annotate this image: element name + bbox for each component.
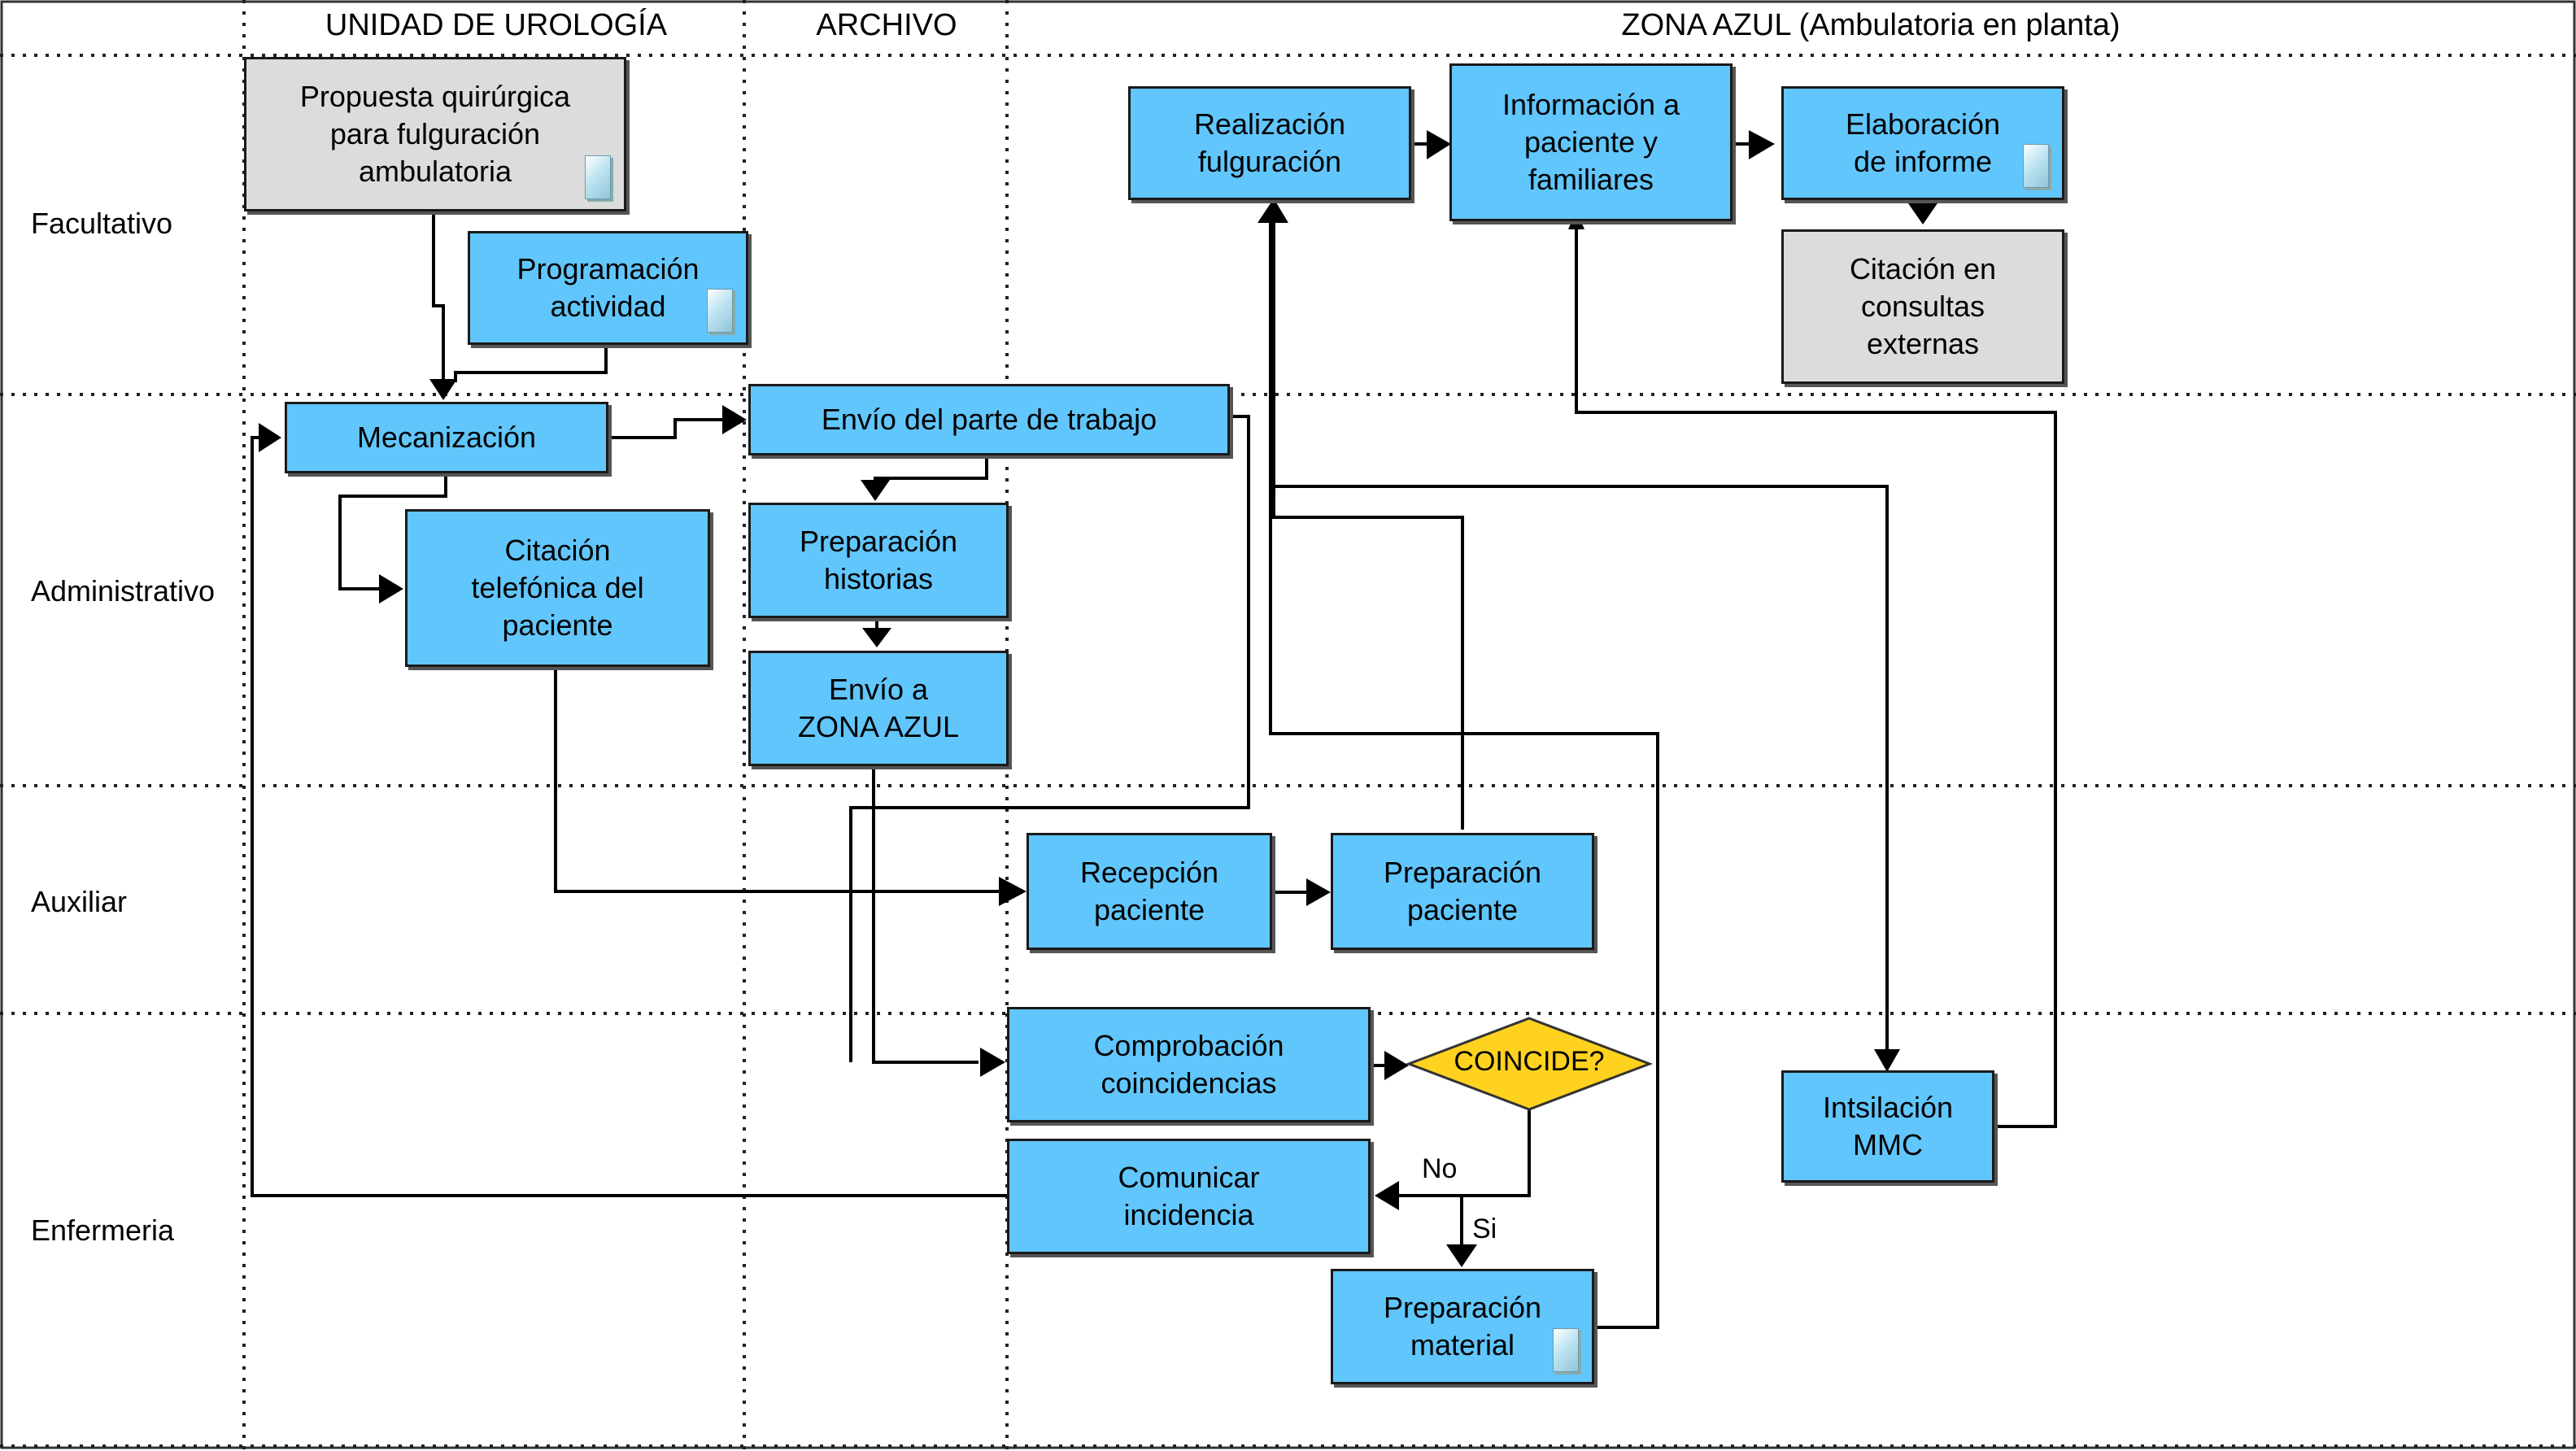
node-label: Envío a ZONA AZUL bbox=[797, 673, 960, 743]
node-propuesta-quirurgica[interactable]: Propuesta quirúrgica para fulguración am… bbox=[244, 57, 626, 211]
arrowheads bbox=[259, 130, 1937, 1267]
node-preparacion-material[interactable]: Preparación material bbox=[1331, 1269, 1594, 1384]
node-label: Elaboración de informe bbox=[1845, 107, 2001, 178]
document-icon bbox=[1553, 1328, 1579, 1372]
node-label: Recepción paciente bbox=[1079, 856, 1219, 926]
edge-label-no: No bbox=[1422, 1153, 1458, 1184]
node-envio-parte-trabajo[interactable]: Envío del parte de trabajo bbox=[748, 384, 1230, 455]
node-label: Citación telefónica del paciente bbox=[471, 534, 644, 642]
document-icon bbox=[2023, 144, 2049, 188]
node-label: Envío del parte de trabajo bbox=[821, 403, 1157, 436]
column-header-urologia: UNIDAD DE UROLOGÍA bbox=[325, 8, 668, 42]
node-comprobacion-coincidencias[interactable]: Comprobación coincidencias bbox=[1007, 1007, 1371, 1122]
lane-label-enfermeria: Enfermeria bbox=[31, 1214, 175, 1247]
node-label: Intsilación MMC bbox=[1822, 1091, 1954, 1161]
document-icon bbox=[585, 155, 611, 199]
node-programacion-actividad[interactable]: Programación actividad bbox=[468, 231, 748, 345]
node-label: Propuesta quirúrgica para fulguración am… bbox=[299, 80, 571, 188]
node-label: Comprobación coincidencias bbox=[1093, 1029, 1284, 1100]
node-preparacion-paciente[interactable]: Preparación paciente bbox=[1331, 833, 1594, 950]
node-envio-zona-azul[interactable]: Envío a ZONA AZUL bbox=[748, 651, 1009, 766]
document-icon bbox=[707, 289, 733, 333]
column-header-zona-azul: ZONA AZUL (Ambulatoria en planta) bbox=[1621, 8, 2121, 42]
node-mecanizacion[interactable]: Mecanización bbox=[285, 402, 608, 473]
lane-label-auxiliar: Auxiliar bbox=[31, 885, 128, 918]
node-instilacion-mmc[interactable]: Intsilación MMC bbox=[1781, 1070, 1994, 1183]
node-elaboracion-informe[interactable]: Elaboración de informe bbox=[1781, 86, 2064, 200]
column-header-archivo: ARCHIVO bbox=[816, 8, 957, 42]
node-label: Preparación paciente bbox=[1383, 856, 1542, 926]
edge-label-si: Si bbox=[1472, 1214, 1497, 1244]
node-citacion-telefonica[interactable]: Citación telefónica del paciente bbox=[405, 509, 710, 667]
node-comunicar-incidencia[interactable]: Comunicar incidencia bbox=[1007, 1139, 1371, 1254]
node-label: Información a paciente y familiares bbox=[1502, 88, 1680, 196]
decision-diamond bbox=[1405, 1017, 1654, 1111]
node-realizacion-fulguracion[interactable]: Realización fulguración bbox=[1128, 86, 1411, 200]
node-label: Mecanización bbox=[356, 420, 537, 454]
lane-label-facultativo: Facultativo bbox=[31, 207, 173, 240]
node-recepcion-paciente[interactable]: Recepción paciente bbox=[1026, 833, 1272, 950]
decision-coincide-label[interactable]: COINCIDE? bbox=[1454, 1046, 1605, 1077]
node-label: Preparación material bbox=[1383, 1291, 1542, 1362]
lane-label-administrativo: Administrativo bbox=[31, 574, 216, 608]
node-label: Comunicar incidencia bbox=[1118, 1161, 1260, 1231]
node-label: Programación actividad bbox=[517, 252, 700, 323]
node-informacion-paciente[interactable]: Información a paciente y familiares bbox=[1449, 63, 1733, 221]
node-preparacion-historias[interactable]: Preparación historias bbox=[748, 503, 1009, 618]
node-label: Realización fulguración bbox=[1193, 107, 1346, 178]
node-citacion-consultas[interactable]: Citación en consultas externas bbox=[1781, 229, 2064, 384]
node-label: Citación en consultas externas bbox=[1849, 252, 1997, 360]
node-label: Preparación historias bbox=[799, 525, 958, 595]
